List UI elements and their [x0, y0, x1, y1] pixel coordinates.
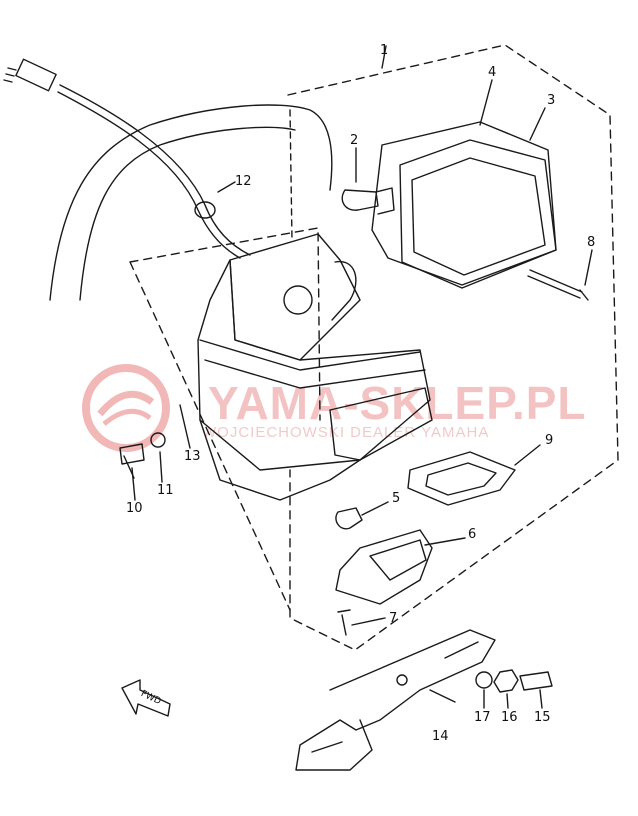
- lamp-under: [199, 419, 361, 501]
- callout-6: 6: [468, 527, 477, 542]
- gasket-9: [407, 451, 516, 506]
- callout-11-line: [159, 451, 163, 483]
- bulb: [341, 189, 379, 211]
- bracket-slot-2: [311, 741, 343, 753]
- callout-9-line: [514, 444, 541, 466]
- lamp-body: [197, 259, 431, 471]
- lamp-ribs: [199, 339, 426, 389]
- connector-pins: [3, 67, 17, 83]
- assembly-boundary: [287, 44, 619, 651]
- callout-10: 10: [126, 501, 143, 516]
- callout-1-line: [381, 45, 387, 69]
- callout-8: 8: [587, 235, 596, 250]
- callout-7: 7: [389, 611, 398, 626]
- wire-harness: [59, 84, 251, 256]
- bracket-slot-1: [444, 641, 479, 659]
- license-light: [335, 529, 433, 605]
- plate-bracket: [295, 629, 496, 771]
- callout-10-line: [131, 467, 136, 501]
- bulb-socket: [375, 187, 395, 215]
- callout-16-line: [506, 693, 509, 709]
- lens-lower: [329, 387, 433, 461]
- callout-4-line: [479, 79, 493, 126]
- callout-1: 1: [380, 43, 389, 58]
- gasket: [371, 121, 557, 286]
- callout-3: 3: [547, 93, 556, 108]
- watermark-text: YAMA-SKLEP.PL: [208, 377, 587, 429]
- callout-5-line: [361, 501, 389, 516]
- gasket-9-inner: [425, 462, 497, 496]
- connector: [15, 58, 57, 92]
- callout-16: 16: [501, 710, 518, 725]
- callout-3-line: [529, 107, 546, 141]
- screw-8: [527, 269, 589, 301]
- callout-7-line: [351, 617, 386, 626]
- callout-13-line: [179, 404, 191, 449]
- bolt-15: [519, 671, 553, 691]
- bulb-5: [335, 507, 363, 530]
- callout-17: 17: [474, 710, 491, 725]
- fender-outline: [49, 104, 333, 301]
- assembly-boundary-left: [129, 227, 321, 611]
- callout-12: 12: [235, 174, 252, 189]
- callout-5: 5: [392, 491, 401, 506]
- callout-14: 14: [432, 729, 449, 744]
- fender-inner: [79, 126, 296, 301]
- lens-cover-inner: [411, 157, 546, 276]
- callout-2: 2: [350, 133, 359, 148]
- wire-harness-2: [57, 91, 241, 259]
- callout-6-line: [424, 537, 466, 546]
- washer-17: [475, 671, 493, 689]
- fwd-arrow-icon: [121, 679, 171, 717]
- callout-8-line: [584, 249, 593, 286]
- fender-edge: [289, 109, 293, 241]
- callout-15: 15: [534, 710, 551, 725]
- callout-11: 11: [157, 483, 174, 498]
- callout-4: 4: [488, 65, 497, 80]
- watermark-logo-icon: [82, 364, 170, 452]
- callout-12-line: [217, 181, 236, 193]
- callout-14-line: [429, 689, 456, 703]
- tail-light-bracket: [229, 233, 361, 361]
- lens-cover: [399, 139, 557, 289]
- bracket-hole-14: [396, 674, 408, 686]
- callout-15-line: [539, 689, 543, 709]
- screw-7: [337, 609, 351, 636]
- wire-clamp: [194, 201, 216, 219]
- washer-11: [150, 432, 166, 448]
- license-light-lens: [369, 539, 427, 581]
- nut-16: [493, 669, 519, 693]
- bracket-plate: [331, 260, 357, 321]
- callout-9: 9: [545, 433, 554, 448]
- callout-13: 13: [184, 449, 201, 464]
- bracket-hole: [283, 285, 313, 315]
